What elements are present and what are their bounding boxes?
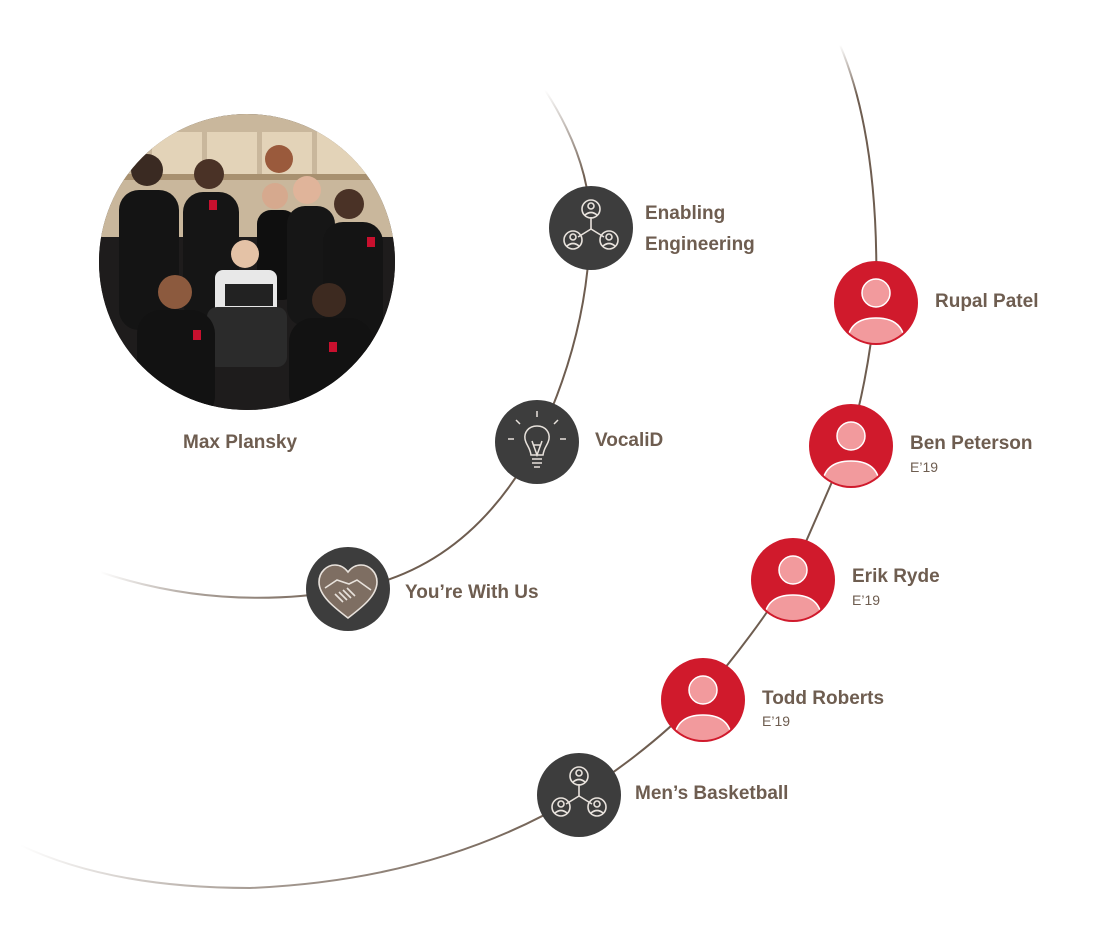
enabling-engineering-line-2: Engineering (645, 234, 755, 255)
person-name-erik-ryde[interactable]: Erik Ryde (852, 566, 940, 587)
person-avatar-icon (673, 675, 733, 740)
outer-arc-top (839, 44, 878, 301)
person-name-todd-roberts[interactable]: Todd Roberts (762, 688, 885, 709)
mens-basketball-node[interactable] (536, 752, 622, 838)
outer-arc-tail (19, 795, 579, 890)
person-avatar-icon (846, 278, 906, 343)
team-photo-image (99, 114, 395, 410)
featured-photo[interactable] (97, 112, 397, 412)
person-detail-todd-roberts: E’19 (762, 713, 791, 729)
enabling-engineering-line-1: Enabling (645, 203, 726, 224)
person-node-erik-ryde[interactable] (750, 537, 836, 623)
mens-basketball-label[interactable]: Men’s Basketball (635, 783, 789, 804)
person-name-rupal-patel[interactable]: Rupal Patel (935, 291, 1039, 312)
person-node-ben-peterson[interactable] (808, 403, 894, 489)
person-detail-ben-peterson: E’19 (910, 459, 939, 475)
person-avatar-icon (821, 421, 881, 486)
enabling-engineering-node[interactable] (548, 185, 634, 271)
person-name-ben-peterson[interactable]: Ben Peterson (910, 433, 1033, 454)
youre-with-us-node[interactable] (305, 546, 391, 632)
enabling-engineering-label[interactable]: Enabling Engineering (645, 198, 755, 260)
lightbulb-icon (508, 411, 566, 468)
person-node-rupal-patel[interactable] (833, 260, 919, 346)
handshake-heart-icon (318, 564, 378, 620)
person-avatar-icon (763, 555, 823, 620)
vocalid-label[interactable]: VocaliD (595, 430, 664, 451)
person-detail-erik-ryde: E’19 (852, 592, 881, 608)
featured-name: Max Plansky (183, 432, 298, 453)
vocalid-node[interactable] (494, 399, 580, 485)
network-people-icon (563, 199, 619, 250)
network-people-icon (551, 766, 607, 817)
person-node-todd-roberts[interactable] (660, 657, 746, 743)
youre-with-us-label[interactable]: You’re With Us (405, 582, 539, 603)
